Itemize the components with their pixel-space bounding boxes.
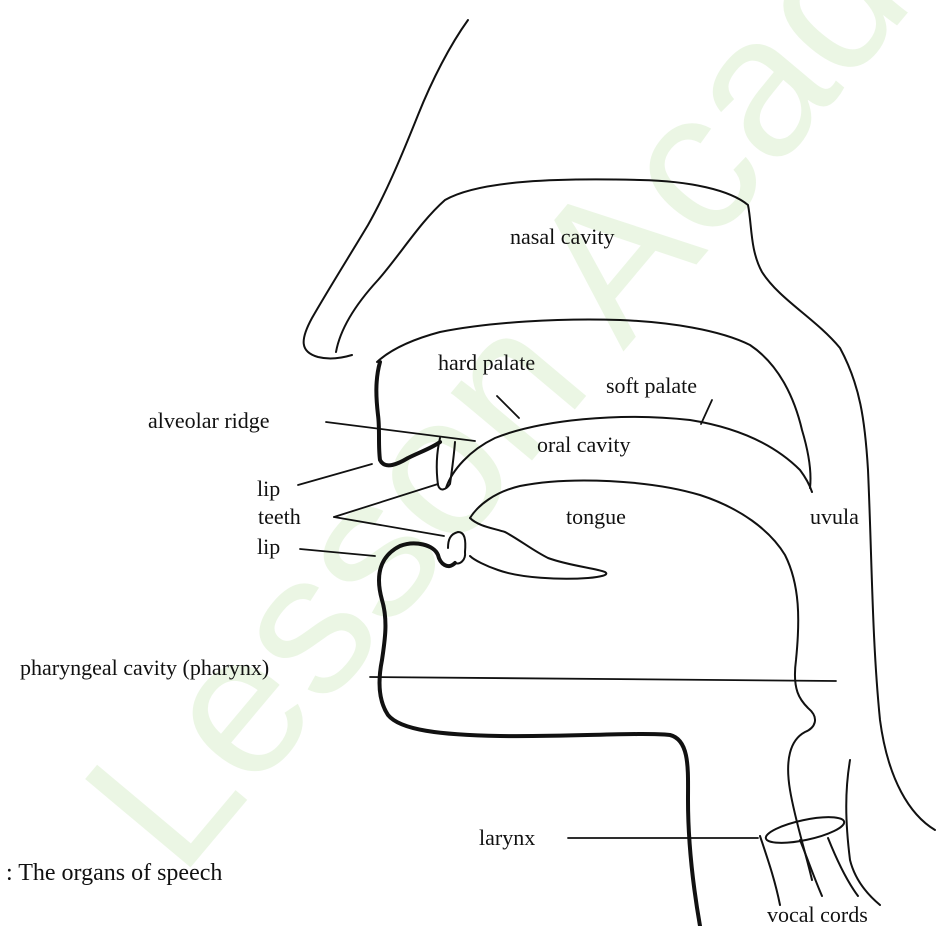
label-larynx: larynx — [479, 825, 535, 850]
label-lip-upper: lip — [257, 476, 280, 501]
label-vocal-cords: vocal cords — [767, 902, 868, 926]
label-lip-lower: lip — [257, 534, 280, 559]
pharynx-level-line — [370, 677, 836, 681]
label-tongue: tongue — [566, 504, 626, 529]
label-soft-palate: soft palate — [606, 373, 697, 398]
label-pharyngeal-cavity: pharyngeal cavity (pharynx) — [20, 655, 269, 680]
label-hard-palate: hard palate — [438, 350, 535, 375]
label-teeth: teeth — [258, 504, 301, 529]
pharynx-back-wall — [846, 760, 880, 905]
vocal-cords-shape — [764, 812, 846, 848]
larynx-front — [760, 836, 780, 905]
label-oral-cavity: oral cavity — [537, 432, 630, 457]
soft-palate-leader — [701, 400, 712, 424]
label-uvula: uvula — [810, 504, 859, 529]
watermark-text: Lesson Academy — [42, 0, 952, 908]
label-nasal-cavity: nasal cavity — [510, 224, 614, 249]
figure-caption: : The organs of speech — [6, 860, 222, 886]
label-alveolar-ridge: alveolar ridge — [148, 408, 270, 433]
watermark: Lesson Academy — [42, 0, 952, 908]
